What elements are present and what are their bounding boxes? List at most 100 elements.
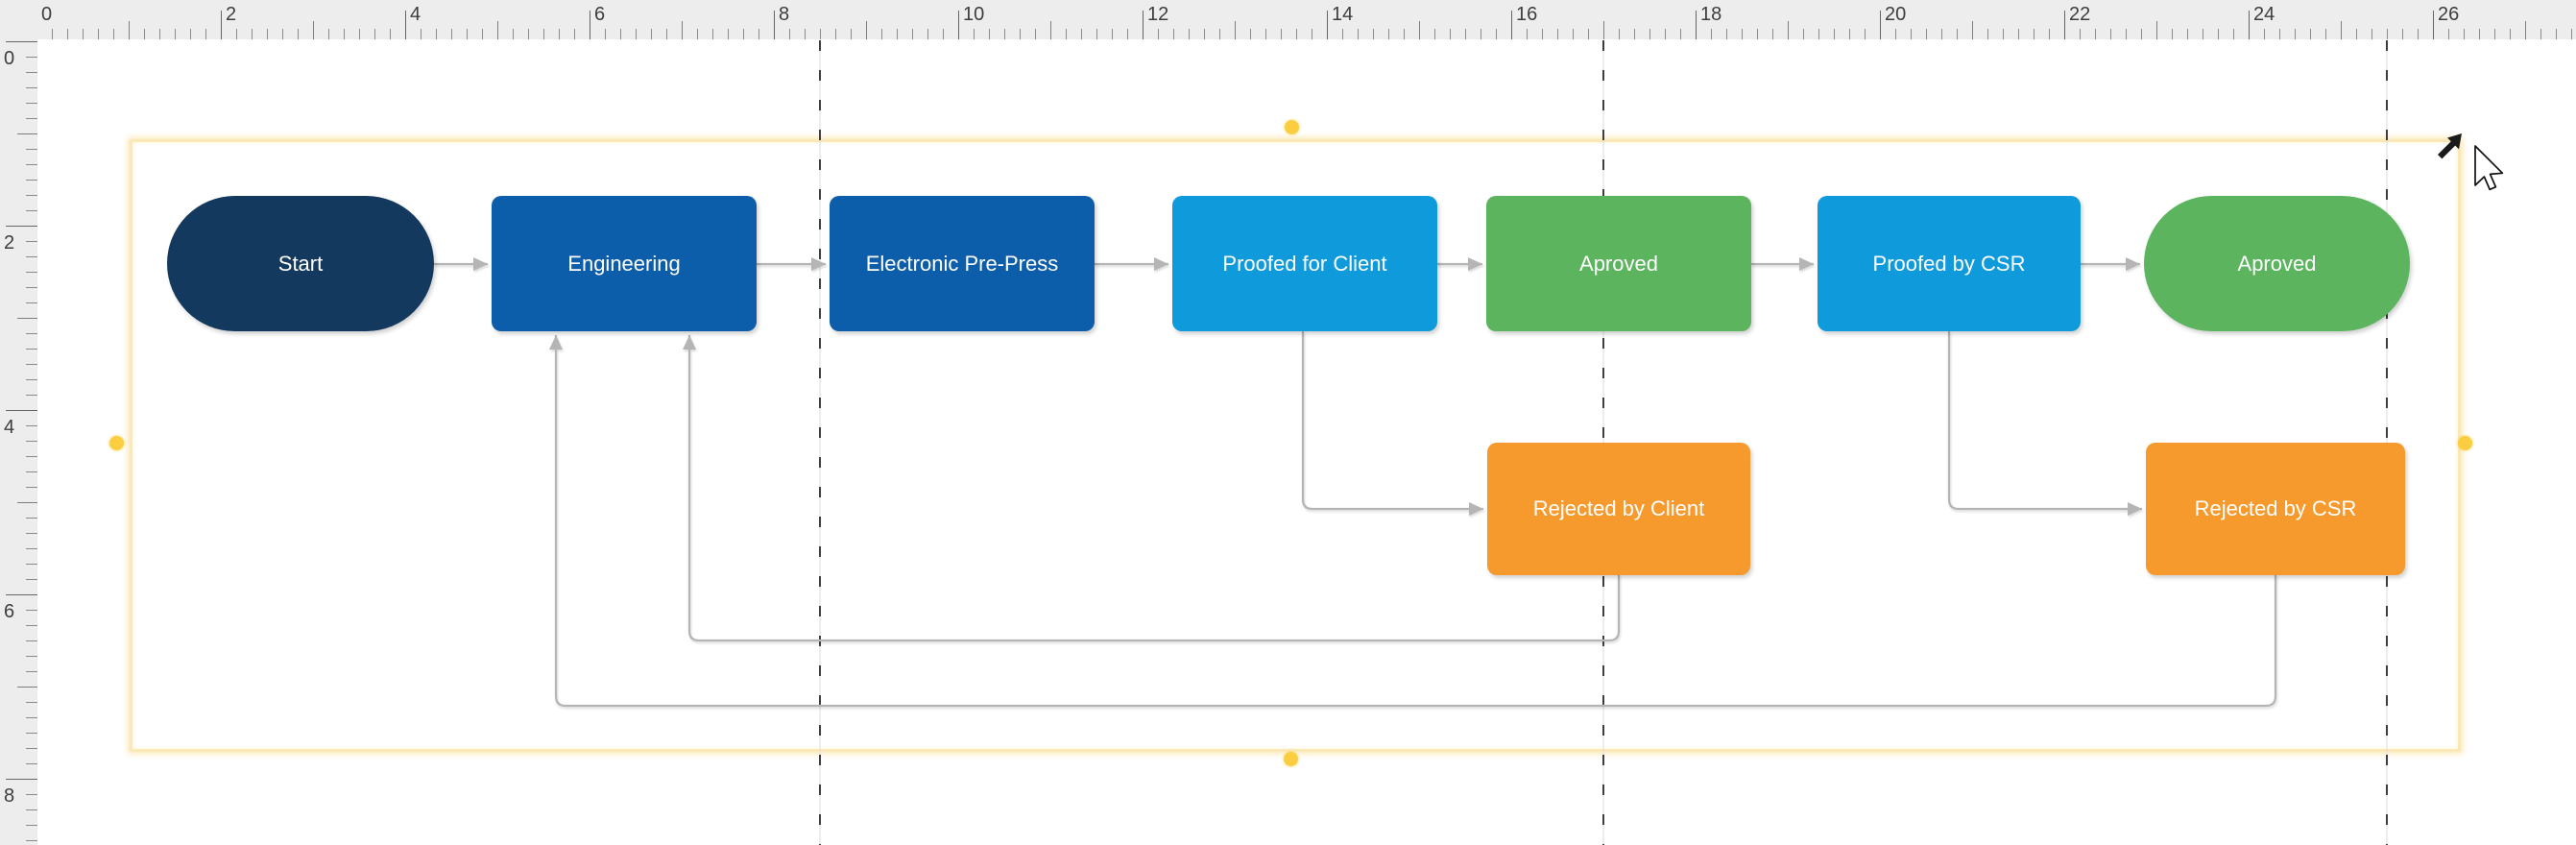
ruler-tick (989, 29, 990, 39)
flow-node-aproved-rect[interactable]: Aproved (1486, 196, 1751, 331)
ruler-tick (26, 671, 37, 672)
ruler-tick (1081, 29, 1082, 39)
ruler-tick (26, 379, 37, 380)
connector-rejected-csr-to-engineering[interactable] (549, 335, 2277, 708)
ruler-tick (2126, 29, 2127, 39)
ruler-tick (26, 487, 37, 488)
ruler-tick (1434, 29, 1435, 39)
ruler-tick (1665, 29, 1666, 39)
ruler-tick (26, 195, 37, 196)
ruler-tick (1926, 29, 1927, 39)
flow-node-proofed-by-csr[interactable]: Proofed by CSR (1818, 196, 2081, 331)
ruler-tick (129, 21, 130, 39)
ruler-tick (2325, 29, 2326, 39)
ruler-tick (666, 29, 667, 39)
ruler-label: 24 (2253, 4, 2275, 25)
ruler-tick (1004, 29, 1005, 39)
ruler-tick (2556, 29, 2557, 39)
ruler-tick (26, 717, 37, 718)
ruler-tick (2310, 29, 2311, 39)
ruler-tick (451, 29, 452, 39)
connector-rejected-client-to-engineering[interactable] (683, 335, 1621, 642)
ruler-label: 4 (410, 4, 421, 25)
ruler-tick (789, 29, 790, 39)
selection-handle-top-center[interactable] (1284, 119, 1299, 134)
ruler-tick (26, 57, 37, 58)
ruler-tick (1358, 29, 1359, 39)
ruler-label: 6 (4, 601, 15, 622)
ruler-tick (26, 364, 37, 365)
flow-node-rejected-by-client[interactable]: Rejected by Client (1487, 443, 1750, 575)
ruler-tick (26, 733, 37, 734)
ruler-tick (26, 72, 37, 73)
ruler-tick (2064, 11, 2065, 39)
ruler-tick (236, 29, 237, 39)
ruler-tick (26, 333, 37, 334)
ruler-tick (26, 425, 37, 426)
ruler-tick (26, 840, 37, 841)
ruler-label: 16 (1516, 4, 1538, 25)
ruler-tick (26, 702, 37, 703)
flow-node-aproved-pill[interactable]: Aproved (2144, 196, 2410, 331)
ruler-tick (1895, 29, 1896, 39)
selection-handle-right-middle[interactable] (2457, 435, 2472, 450)
ruler-tick (1050, 21, 1051, 39)
flow-node-engineering[interactable]: Engineering (492, 196, 757, 331)
flow-node-electronic-pre-press[interactable]: Electronic Pre-Press (830, 196, 1095, 331)
ruler-tick (344, 29, 345, 39)
ruler-tick (835, 29, 836, 39)
ruler-tick (482, 29, 483, 39)
ruler-tick (543, 29, 544, 39)
ruler-tick (26, 456, 37, 457)
ruler-tick (17, 133, 37, 134)
ruler-tick (636, 29, 637, 39)
ruler-tick (1296, 29, 1297, 39)
selection-handle-bottom-center[interactable] (1283, 751, 1298, 766)
ruler-tick (1603, 21, 1604, 39)
ruler-tick (1450, 29, 1451, 39)
ruler-tick (26, 272, 37, 273)
ruler-tick (974, 29, 975, 39)
ruler-tick (2418, 29, 2419, 39)
flow-node-proofed-for-client[interactable]: Proofed for Client (1172, 196, 1437, 331)
ruler-label: 20 (1885, 4, 1907, 25)
ruler-tick (1788, 21, 1789, 39)
flow-node-rejected-by-csr[interactable]: Rejected by CSR (2146, 443, 2405, 575)
ruler-tick (17, 687, 37, 688)
flow-node-label: Proofed by CSR (1872, 251, 2026, 276)
ruler-tick (758, 29, 759, 39)
ruler-tick (26, 809, 37, 810)
connector-proofed-csr-to-rejected[interactable] (1947, 331, 2142, 516)
ruler-tick (866, 21, 867, 39)
ruler-tick (1849, 29, 1850, 39)
ruler-tick (1634, 29, 1635, 39)
ruler-tick (267, 29, 268, 39)
ruler-tick (313, 21, 314, 39)
ruler-tick (26, 302, 37, 303)
ruler-tick (2464, 29, 2465, 39)
connector-proofed-client-to-rejected[interactable] (1301, 331, 1483, 516)
ruler-tick (1557, 29, 1558, 39)
ruler-tick (881, 29, 882, 39)
ruler-tick (2371, 29, 2372, 39)
ruler-tick (2141, 29, 2142, 39)
ruler-tick (2049, 29, 2050, 39)
ruler-tick (1911, 29, 1912, 39)
ruler-tick (26, 579, 37, 580)
ruler-tick (282, 29, 283, 39)
flow-node-start[interactable]: Start (167, 196, 434, 331)
ruler-tick (2433, 11, 2434, 39)
ruler-tick (2356, 29, 2357, 39)
ruler-tick (651, 29, 652, 39)
ruler-tick (2018, 29, 2019, 39)
ruler-tick (467, 29, 468, 39)
ruler-label: 4 (4, 417, 15, 438)
ruler-tick (252, 29, 253, 39)
ruler-tick (1327, 11, 1328, 39)
selection-handle-left-middle[interactable] (108, 435, 124, 450)
ruler-tick (682, 21, 683, 39)
ruler-tick (1096, 29, 1097, 39)
ruler-tick (1649, 29, 1650, 39)
ruler-tick (1987, 29, 1988, 39)
